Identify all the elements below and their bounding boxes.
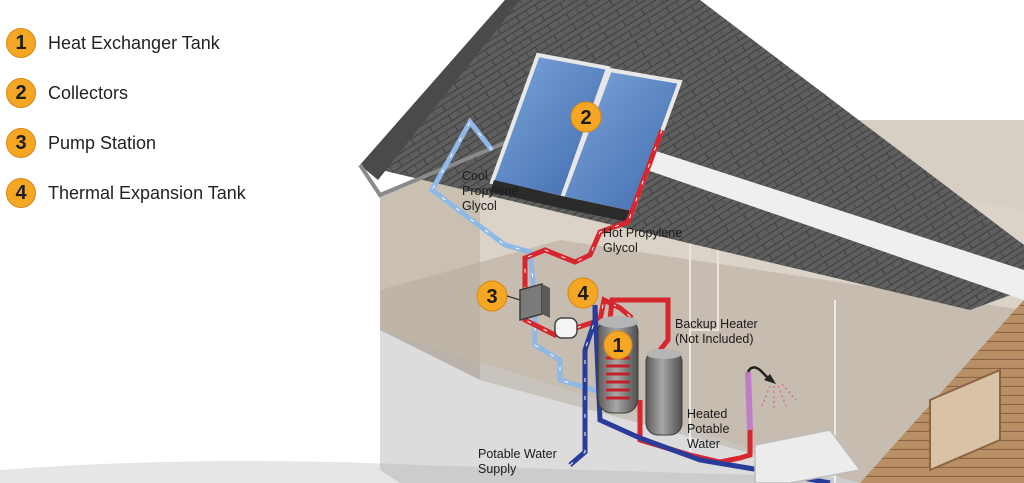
legend-item-collectors: 2 Collectors [6, 68, 336, 118]
pump-station [519, 283, 550, 321]
expansion-tank [554, 317, 578, 339]
marker-pump-station: 3 [476, 280, 521, 312]
legend-label: Heat Exchanger Tank [48, 32, 220, 53]
label-line: Supply [478, 462, 517, 476]
roof [358, 0, 1024, 310]
marker-heat-exchanger-tank: 1 [603, 330, 633, 360]
legend-label: Thermal Expansion Tank [48, 182, 246, 203]
legend-item-pump-station: 3 Pump Station [6, 118, 336, 168]
legend-label: Pump Station [48, 132, 157, 153]
label-line: Water [687, 437, 720, 451]
marker-number: 2 [580, 107, 591, 129]
legend-item-heat-exchanger-tank: 1 Heat Exchanger Tank [6, 18, 336, 68]
legend: 1 Heat Exchanger Tank 2 Collectors 3 Pum… [6, 18, 336, 218]
label-line: Heated [687, 407, 727, 421]
label-cool-glycol: Cool Propylene Glycol [462, 169, 518, 213]
number-badge: 1 [6, 28, 36, 58]
legend-label: Collectors [48, 82, 129, 103]
label-line: Hot Propylene [603, 226, 682, 240]
backup-heater [645, 349, 683, 436]
label-line: Glycol [462, 199, 497, 213]
solar-collectors [489, 52, 683, 222]
hot-glycol-pipe [522, 129, 665, 338]
label-backup-heater: Backup Heater (Not Included) [675, 317, 758, 346]
marker-number: 1 [612, 335, 623, 357]
label-line: (Not Included) [675, 332, 754, 346]
label-line: Glycol [603, 241, 638, 255]
marker-collectors: 2 [570, 101, 602, 133]
potable-water-supply-pipe [568, 304, 831, 483]
marker-expansion-tank: 4 [567, 277, 599, 309]
window [929, 368, 1001, 472]
label-line: Cool [462, 169, 488, 183]
label-line: Potable [687, 422, 729, 436]
number-badge: 4 [6, 178, 36, 208]
cool-glycol-pipe [428, 117, 611, 398]
shower-head [746, 366, 797, 408]
marker-number: 4 [577, 283, 589, 305]
label-line: Backup Heater [675, 317, 758, 331]
label-line: Propylene [462, 184, 518, 198]
legend-item-thermal-expansion-tank: 4 Thermal Expansion Tank [6, 168, 336, 218]
label-line: Potable Water [478, 447, 557, 461]
label-heated-water: Heated Potable Water [687, 407, 729, 451]
number-badge: 3 [6, 128, 36, 158]
sink [754, 429, 862, 483]
marker-number: 3 [486, 286, 497, 308]
label-potable-supply: Potable Water Supply [478, 447, 557, 476]
number-badge: 2 [6, 78, 36, 108]
label-hot-glycol: Hot Propylene Glycol [603, 226, 682, 255]
